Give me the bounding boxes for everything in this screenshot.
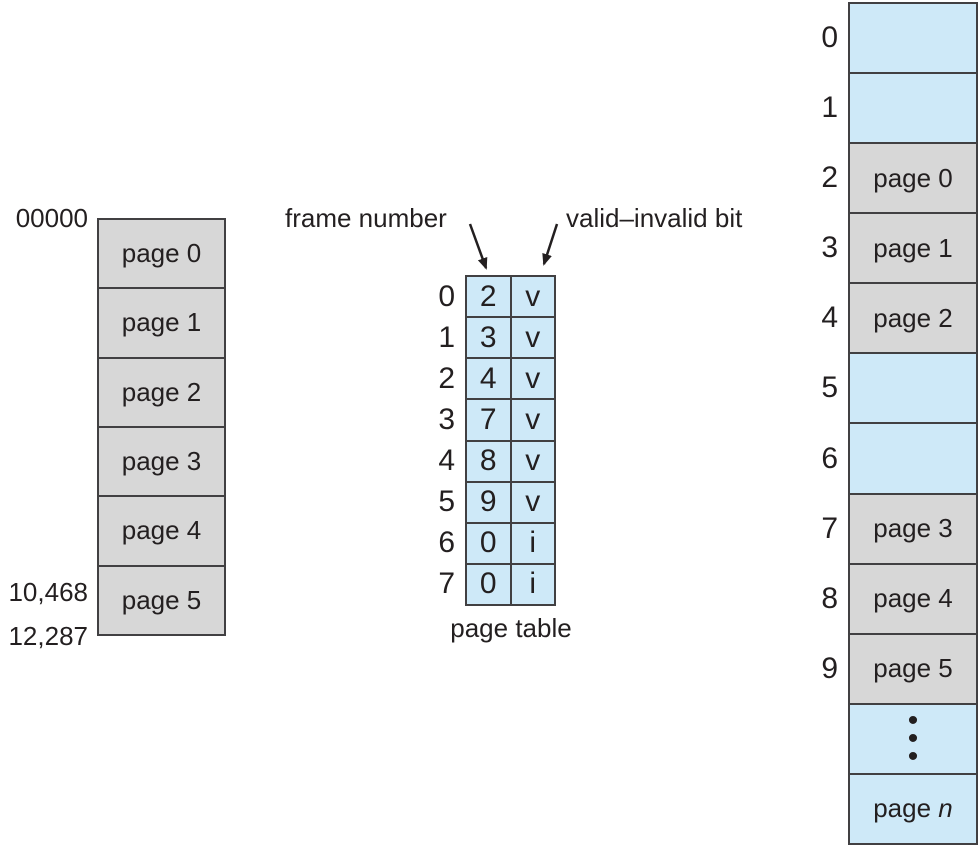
page-table-row-index: 0 (438, 279, 455, 313)
valid-bit-cell: i (511, 523, 554, 563)
valid-invalid-bit-label: valid–invalid bit (566, 203, 743, 233)
page-table-row-index: 7 (438, 567, 455, 601)
valid-bit-cell: v (511, 400, 554, 440)
page-table-row: 3 7 v (438, 400, 554, 442)
valid-invalid-arrow (542, 223, 559, 266)
frame-index: 6 (821, 441, 838, 475)
page-n-italic: n (938, 793, 953, 824)
logical-page-label: page 5 (121, 584, 202, 615)
page-table-row-index: 1 (438, 320, 455, 354)
page-table-row: 5 9 v (438, 482, 554, 524)
frame-content: page 5 (873, 653, 953, 684)
frame-number-cell: 0 (467, 523, 512, 563)
physical-frame-box: 5 (821, 354, 976, 425)
logical-memory-column: page 0 page 1 page 2 page 3 page 4 page … (97, 218, 226, 636)
frame-content: page 0 (873, 162, 953, 193)
frame-index: 0 (821, 21, 838, 55)
page-n-prefix: page (873, 793, 939, 824)
page-table-row: 2 4 v (438, 359, 554, 401)
vertical-ellipsis-icon: • • • (907, 703, 919, 773)
frame-number-cell: 4 (467, 359, 512, 399)
page-table-caption: page table (450, 613, 572, 643)
logical-page-label: page 3 (121, 446, 202, 477)
frame-number-cell: 8 (467, 441, 512, 481)
page-table: 0 2 v 1 3 v 2 4 v 3 7 v 4 8 v 5 9 v (438, 275, 556, 606)
physical-frame-box: 7 page 3 (821, 494, 976, 565)
address-label-12287: 12,287 (8, 621, 88, 651)
frame-index: 7 (821, 511, 838, 545)
frame-index: 9 (821, 651, 838, 685)
logical-page-label: page 1 (121, 307, 202, 338)
frame-number-cell: 3 (467, 318, 512, 358)
frame-number-cell: 0 (467, 564, 512, 604)
physical-frame-box: 3 page 1 (821, 214, 976, 285)
frame-number-cell: 7 (467, 400, 512, 440)
frame-index: 3 (821, 231, 838, 265)
physical-frame-box: 0 (821, 4, 976, 75)
physical-frame-box: 6 (821, 424, 976, 495)
frame-index: 1 (821, 91, 838, 125)
page-table-row-index: 4 (438, 444, 455, 478)
logical-page-label: page 2 (121, 376, 202, 407)
valid-bit-cell: i (511, 564, 554, 604)
physical-frame-box-ellipsis: • • • (850, 703, 976, 775)
page-table-row: 4 8 v (438, 441, 554, 483)
page-table-row: 1 3 v (438, 318, 554, 360)
page-table-row-index: 3 (438, 402, 455, 436)
valid-bit-cell: v (511, 318, 554, 358)
frame-number-cell: 9 (467, 482, 512, 522)
physical-frame-box: 2 page 0 (821, 144, 976, 215)
page-table-row-index: 2 (438, 361, 455, 395)
logical-page-box: page 3 (99, 427, 224, 498)
frame-index: 8 (821, 581, 838, 615)
valid-bit-cell: v (511, 277, 554, 317)
physical-frame-box: 9 page 5 (821, 634, 976, 705)
page-table-row-index: 5 (438, 485, 455, 519)
logical-page-box: page 2 (99, 358, 224, 428)
frame-number-label: frame number (285, 203, 447, 233)
frame-number-arrow (468, 223, 488, 270)
physical-memory-column: 0 1 2 page 0 3 page 1 4 page 2 5 6 7 (821, 2, 978, 845)
frame-index: 5 (821, 371, 838, 405)
valid-bit-cell: v (511, 441, 554, 481)
page-table-row: 6 0 i (438, 523, 554, 565)
valid-bit-cell: v (511, 359, 554, 399)
logical-page-label: page 0 (121, 238, 202, 269)
address-label-top: 00000 (15, 203, 88, 233)
logical-page-label: page 4 (121, 515, 202, 546)
frame-content: page 3 (873, 513, 953, 544)
page-table-row: 7 0 i (438, 564, 554, 604)
logical-page-box: page 5 (99, 566, 224, 634)
frame-index: 2 (821, 161, 838, 195)
physical-frame-box: 4 page 2 (821, 284, 976, 355)
frame-content: page 2 (873, 302, 953, 333)
page-table-row-index: 6 (438, 526, 455, 560)
logical-page-box: page 4 (99, 497, 224, 567)
frame-number-cell: 2 (467, 277, 512, 317)
logical-page-box: page 1 (99, 289, 224, 359)
page-table-row: 0 2 v (438, 277, 554, 319)
physical-frame-box: 8 page 4 (821, 564, 976, 635)
address-label-10468: 10,468 (8, 577, 88, 607)
frame-content: page 4 (873, 583, 953, 614)
frame-content: page 1 (873, 232, 953, 263)
physical-frame-box: 1 (821, 74, 976, 145)
physical-frame-box-page-n: page n (850, 774, 976, 843)
frame-index: 4 (821, 301, 838, 335)
logical-page-box: page 0 (99, 220, 224, 290)
valid-bit-cell: v (511, 482, 554, 522)
